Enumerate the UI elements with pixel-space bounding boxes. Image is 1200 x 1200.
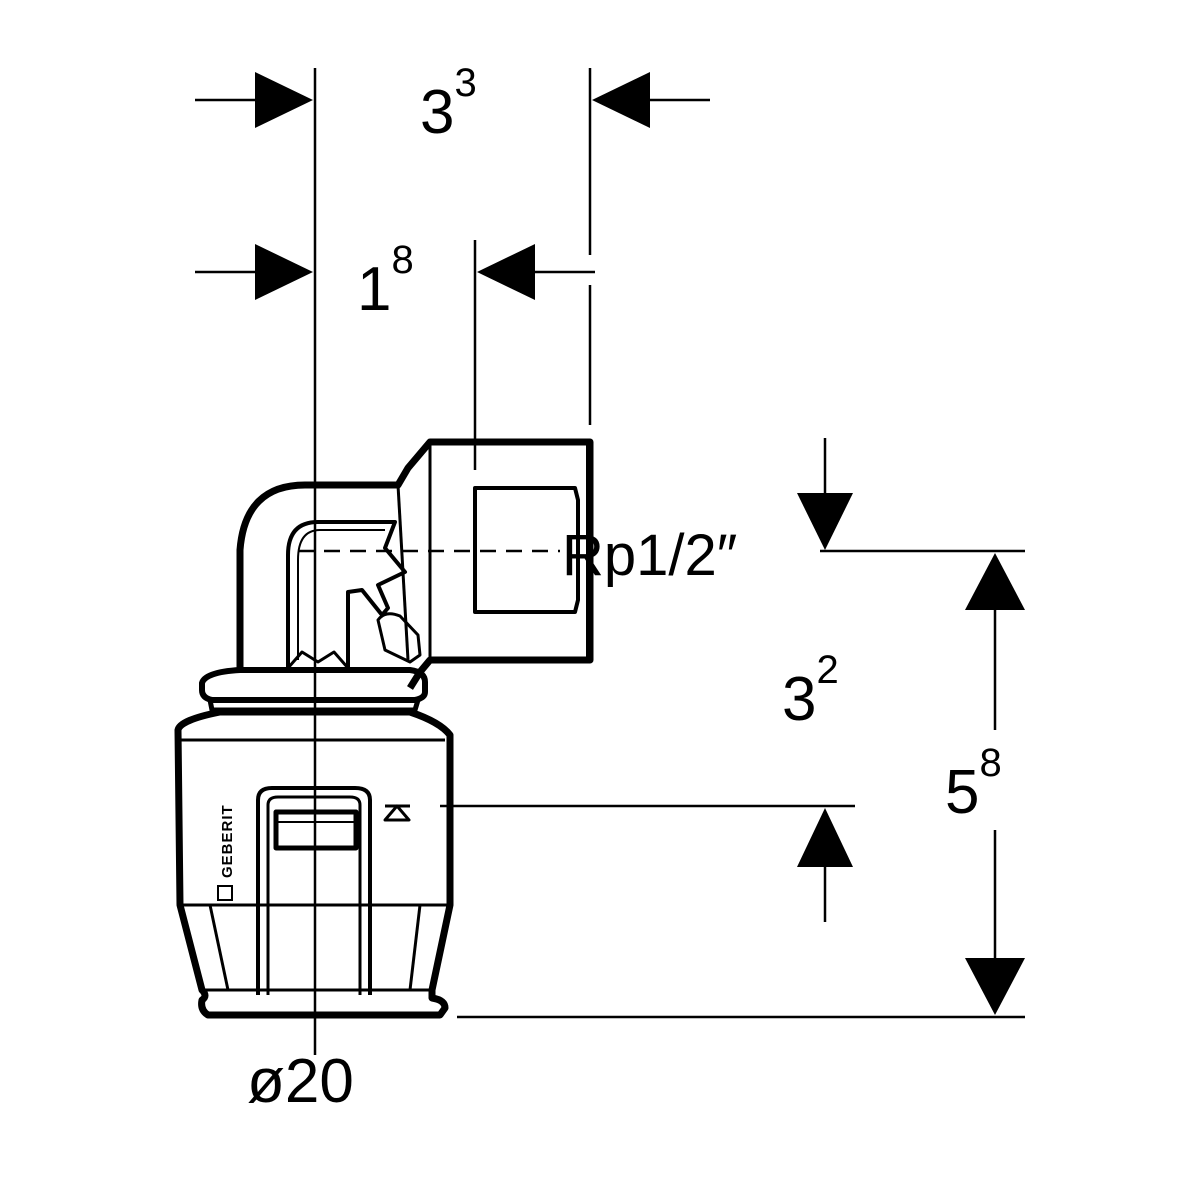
brand-text: GEBERIT [219, 804, 236, 878]
brand-square-icon [217, 885, 233, 901]
dim-arrowhead-1-8-left [255, 244, 313, 300]
dim-label-5-8: 58 [945, 741, 1002, 827]
dim-label-3-3-exp: 3 [454, 61, 476, 105]
window-slot [273, 809, 359, 851]
dim-label-3-3-base: 3 [420, 78, 454, 147]
inspection-window-outer [256, 786, 372, 995]
dim-label-3-2: 32 [782, 648, 839, 734]
press-body-outer [174, 708, 454, 1019]
dimension-lines [195, 68, 1025, 1019]
bore-notch [286, 650, 350, 669]
dim-label-5-8-base: 5 [945, 758, 979, 827]
brand-label: GEBERIT [217, 804, 236, 901]
dim-arrowhead-3-3-right [592, 72, 650, 128]
dim-arrowhead-1-8-right [477, 244, 535, 300]
dim-arrowhead-3-2-bottom [797, 808, 853, 867]
dim-label-3-2-base: 3 [782, 665, 816, 734]
elbow-fitting [174, 438, 594, 1019]
dim-arrowhead-5-8-top [965, 553, 1025, 610]
center-lines [298, 68, 560, 1055]
press-indicator-icon [383, 804, 411, 822]
dim-label-3-2-exp: 2 [816, 648, 838, 692]
dim-arrowhead-5-8-bottom [965, 958, 1025, 1015]
dim-label-5-8-exp: 8 [979, 741, 1001, 785]
pipe-diameter-label: ø20 [247, 1047, 354, 1116]
taper-facet-left [208, 904, 230, 991]
dim-label-1-8-base: 1 [357, 255, 391, 324]
taper-facet-right [408, 904, 422, 991]
thread-label: Rp1/2″ [562, 523, 737, 588]
thread-socket [473, 486, 580, 614]
elbow-outer-contour [236, 438, 594, 690]
dim-arrowhead-3-3-left [255, 72, 313, 128]
dim-label-3-3: 33 [420, 61, 477, 147]
collar-ring-mid [207, 697, 421, 713]
elbow-bore-inner [297, 529, 385, 660]
elbow-shoulder [376, 612, 422, 664]
elbow-bore [286, 520, 407, 668]
dim-label-1-8: 18 [357, 238, 414, 324]
dim-arrowhead-3-2-top [797, 493, 853, 550]
dimension-labels: 33 18 Rp1/2″ 32 58 ø20 [247, 61, 1002, 1116]
collar-ring-top [199, 667, 428, 703]
dim-label-1-8-exp: 8 [391, 238, 413, 282]
